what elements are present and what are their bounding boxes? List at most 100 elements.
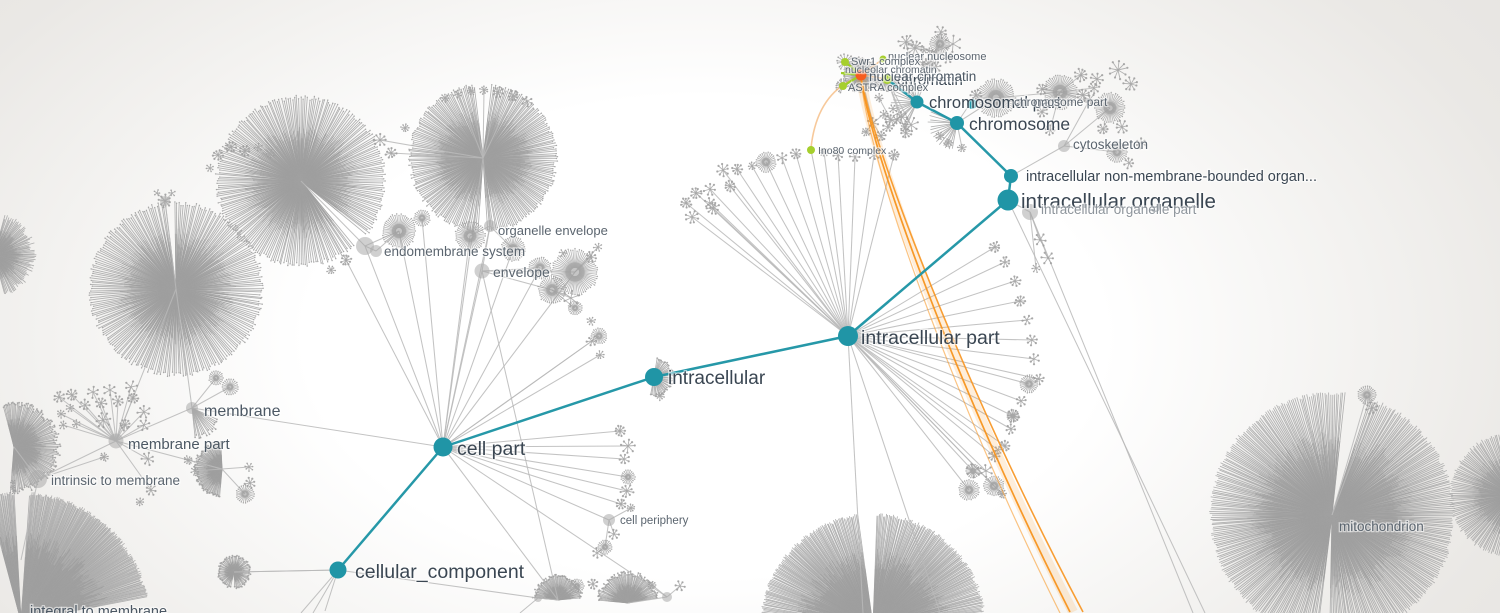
fan-tip-bead <box>223 218 225 220</box>
fan-tip-bead <box>308 261 310 264</box>
fan-tip-bead <box>432 207 434 209</box>
fan-tip-bead <box>292 99 294 101</box>
fan-tip-bead <box>218 565 220 567</box>
fan-tip-bead <box>53 459 56 461</box>
fan-tip-bead <box>505 90 507 92</box>
fan-tip-bead <box>57 452 59 455</box>
fan-tip-bead <box>195 203 198 205</box>
fan-tip-bead <box>420 117 422 120</box>
fan-tip-bead <box>156 373 158 375</box>
fan-tip-bead <box>102 334 105 336</box>
fan-tip-bead <box>224 148 226 150</box>
fan-tip-bead <box>273 261 276 263</box>
fan-tip-bead <box>373 135 376 138</box>
fan-tip-bead <box>128 357 131 360</box>
fan-tip-bead <box>639 572 642 575</box>
fan-tip-bead <box>462 88 465 90</box>
fan-tip-bead <box>54 461 57 464</box>
fan-tip-bead <box>376 148 379 151</box>
fan-tip-bead <box>509 224 512 226</box>
fan-tip-bead <box>315 260 317 263</box>
fan-tip-bead <box>103 244 105 246</box>
fan-tip-bead <box>428 106 430 108</box>
fan-tip-bead <box>499 227 501 230</box>
fan-tip-bead <box>353 244 355 247</box>
fan-tip-bead <box>90 268 92 270</box>
fan-tip-bead <box>378 150 380 152</box>
fan-tip-bead <box>23 404 26 406</box>
fan-tip-bead <box>317 260 319 263</box>
fan-tip-bead <box>211 428 214 430</box>
fan-tip-bead <box>296 262 298 264</box>
fan-tip-bead <box>247 331 250 333</box>
fan-tip-bead <box>210 211 212 213</box>
fan-tip-bead <box>412 143 414 145</box>
fan-tip-bead <box>578 597 581 599</box>
fan-tip-bead <box>329 104 331 106</box>
fan-tip-bead <box>90 290 92 292</box>
fan-tip-bead <box>309 99 311 102</box>
fan-tip-bead <box>214 428 217 431</box>
fan-tip-bead <box>555 573 557 576</box>
fan-tip-bead <box>664 388 667 391</box>
fan-tip-bead <box>231 554 234 557</box>
fan-tip-bead <box>283 100 285 102</box>
fan-tip-bead <box>415 182 417 184</box>
fan-tip-bead <box>313 261 315 263</box>
fan-tip-bead <box>294 96 296 99</box>
fan-tip-bead <box>319 100 321 102</box>
fan-tip-bead <box>382 169 384 171</box>
fan-tip-bead <box>447 93 450 95</box>
fan-tip-bead <box>234 130 236 132</box>
fan-tip-bead <box>254 324 256 326</box>
fan-tip-bead <box>500 225 502 228</box>
fan-tip-bead <box>264 105 266 108</box>
fan-tip-bead <box>536 588 539 591</box>
fan-tip-bead <box>287 98 289 100</box>
fan-tip-bead <box>281 98 283 100</box>
fan-tip-bead <box>219 567 221 569</box>
fan-tip-bead <box>544 117 546 119</box>
fan-clusters <box>0 53 1500 613</box>
fan-tip-bead <box>215 420 218 423</box>
fan-tip-bead <box>32 408 35 411</box>
fan-tip-bead <box>371 227 373 229</box>
fan-tip-bead <box>552 173 554 175</box>
fan-tip-bead <box>540 203 542 205</box>
fan-tip-bead <box>91 285 94 287</box>
fan-tip-bead <box>259 279 261 281</box>
fan <box>1209 392 1456 613</box>
fan-tip-bead <box>415 180 417 183</box>
fan-tip-bead <box>353 115 355 117</box>
fan-tip-bead <box>348 114 350 116</box>
fan-tip-bead <box>207 429 210 431</box>
fan-tip-bead <box>353 118 355 120</box>
fan-tip-bead <box>142 210 144 213</box>
fan-tip-bead <box>49 423 52 425</box>
fan-tip-bead <box>208 368 211 370</box>
fan-tip-bead <box>194 436 197 439</box>
fan-tip-bead <box>218 185 220 187</box>
fan-tip-bead <box>217 162 220 165</box>
fan-tip-bead <box>259 254 261 257</box>
fan-tip-bead <box>491 84 493 86</box>
fan-tip-bead <box>295 94 297 97</box>
fan-tip-bead <box>166 375 169 378</box>
fan-tip-bead <box>555 172 557 174</box>
fan-tip-bead <box>114 350 117 352</box>
fan-tip-bead <box>338 106 340 109</box>
fan-tip-bead <box>443 219 446 222</box>
fan-tip-bead <box>157 202 159 204</box>
fan-tip-bead <box>18 490 21 493</box>
fan-tip-bead <box>437 99 440 101</box>
fan-tip-bead <box>59 443 61 446</box>
fan-tip-bead <box>260 297 262 300</box>
fan-tip-bead <box>137 211 139 213</box>
fan-tip-bead <box>257 304 260 306</box>
fan-tip-bead <box>371 133 374 135</box>
fan-tip-bead <box>334 103 336 105</box>
fan-tip-bead <box>504 227 507 229</box>
fan-tip-bead <box>21 488 23 491</box>
fan-tip-bead <box>254 315 257 317</box>
